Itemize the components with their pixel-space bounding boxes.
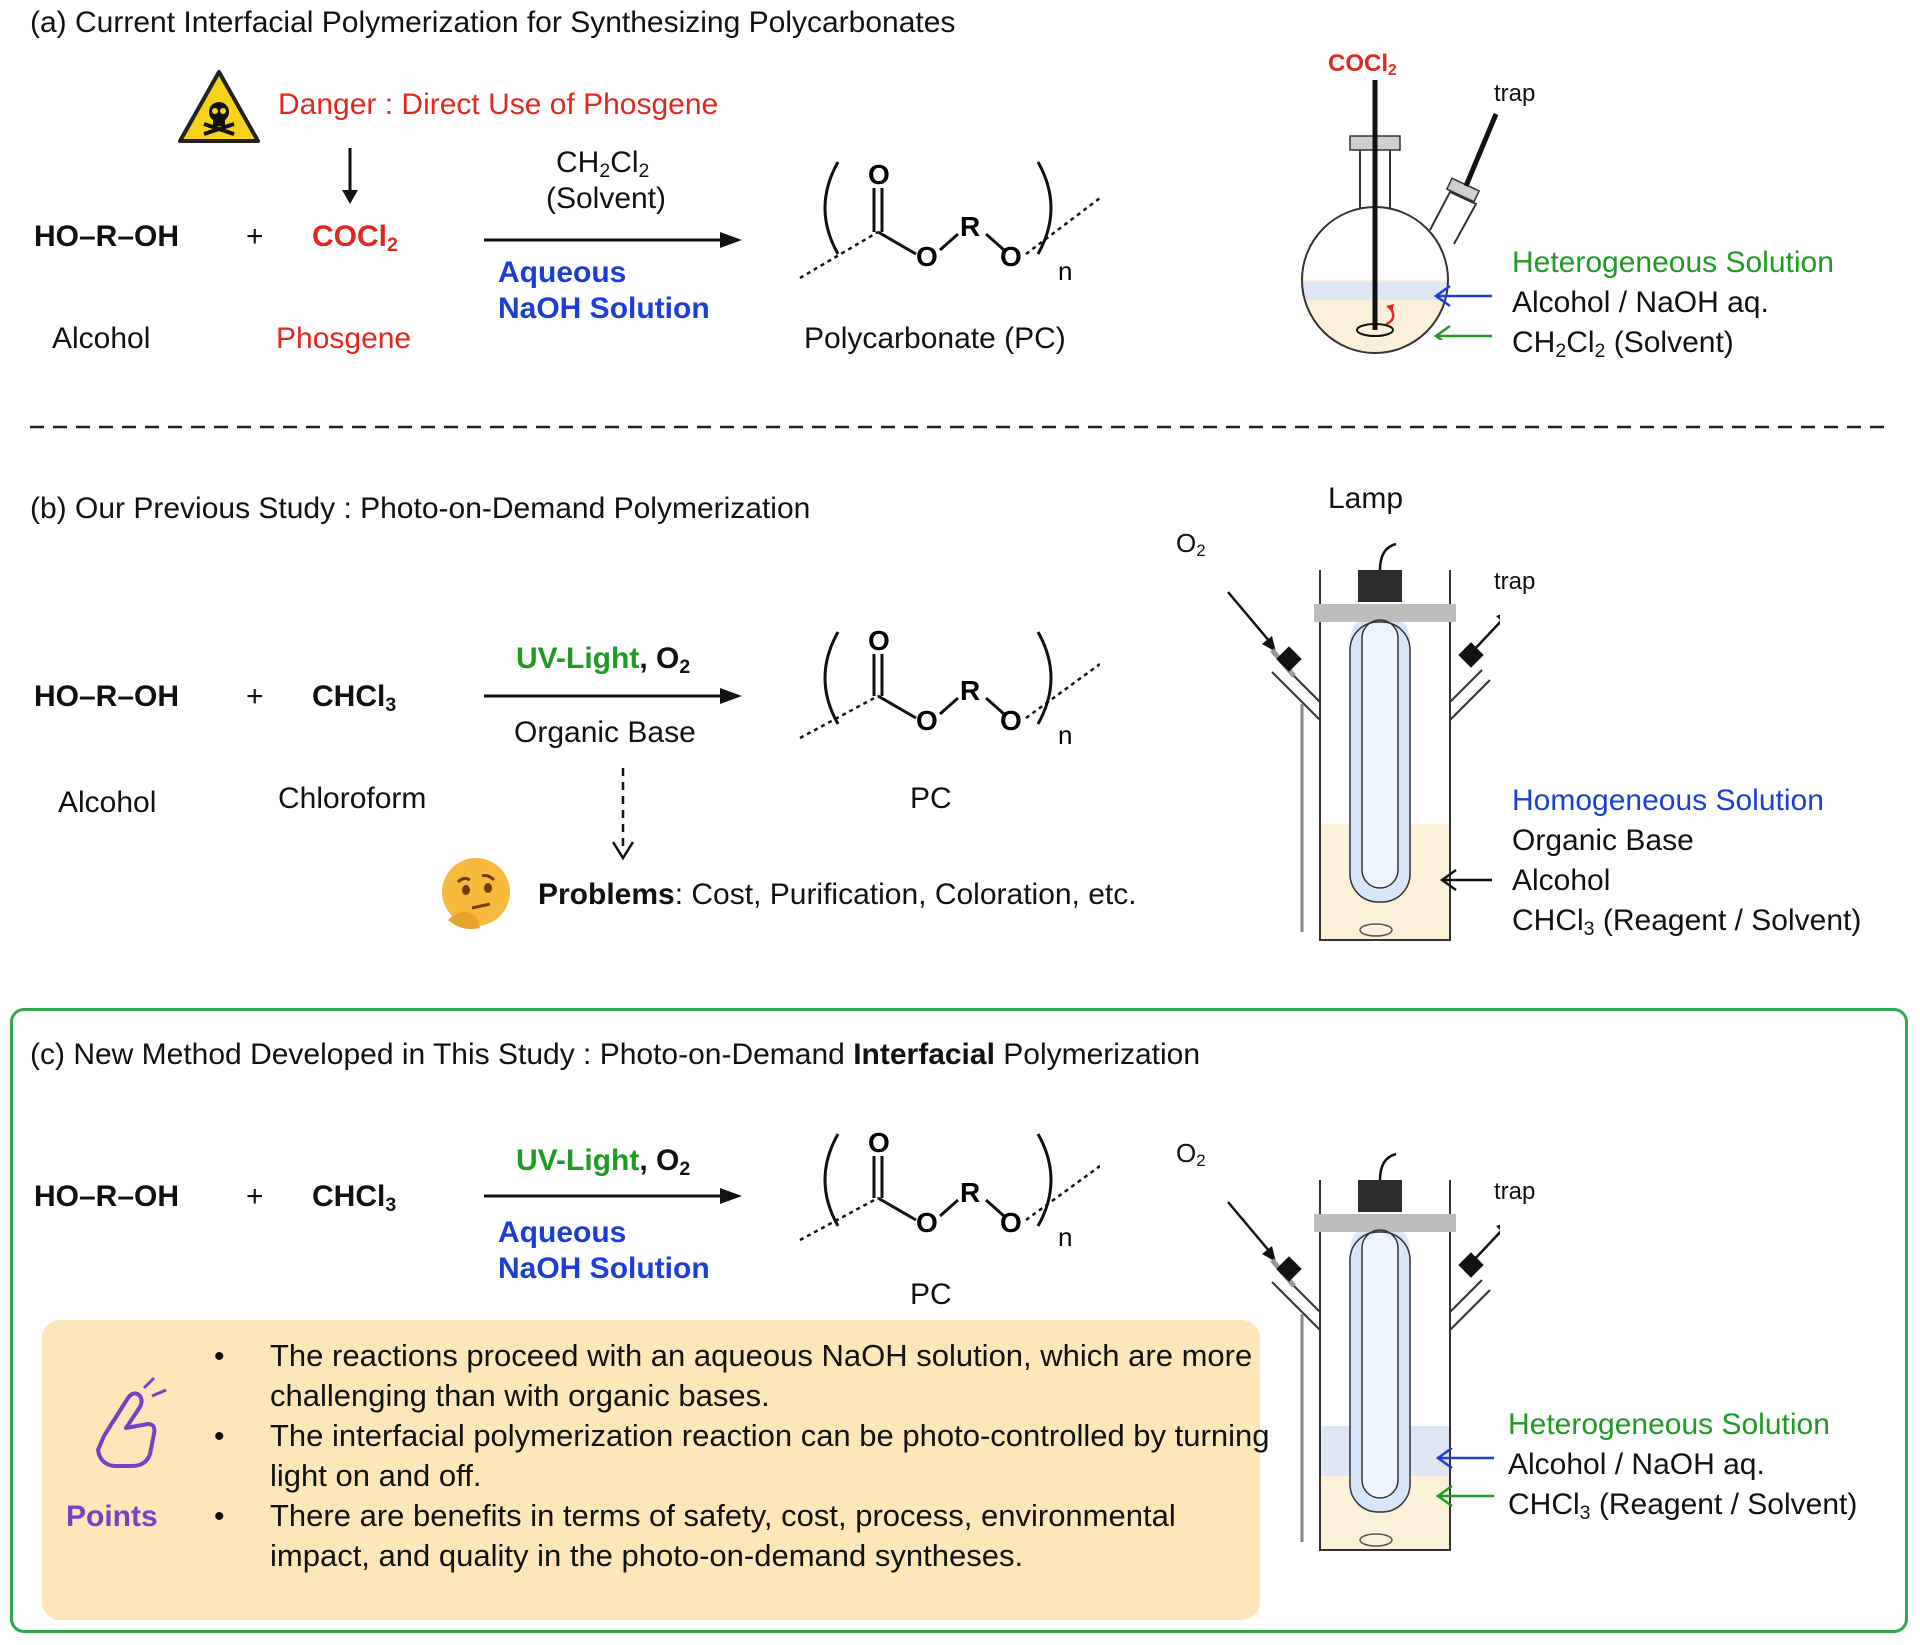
b-chloroform-name: Chloroform xyxy=(278,782,427,815)
b-problem-arrow xyxy=(611,768,635,861)
a-solution-type: Heterogeneous Solution xyxy=(1512,246,1834,279)
c-n-index: n xyxy=(1058,1222,1072,1252)
b-alcohol-name: Alcohol xyxy=(58,786,157,819)
b-o2-label: O2 xyxy=(1176,528,1206,561)
danger-label: Danger : Direct Use of Phosgene xyxy=(278,88,719,121)
b-carbonyl-o: O xyxy=(868,625,890,656)
panel-b-title: (b) Our Previous Study : Photo-on-Demand… xyxy=(30,492,811,525)
a-conditions-naoh: NaOH Solution xyxy=(498,292,710,325)
b-plus: + xyxy=(246,680,264,713)
points-box xyxy=(42,1320,1260,1620)
point-item-3: There are benefits in terms of safety, c… xyxy=(270,1498,1176,1573)
a-conditions-solvent: CH2Cl2 xyxy=(556,146,650,182)
b-line-alcohol: Alcohol xyxy=(1512,864,1611,897)
b-reaction-arrow xyxy=(484,688,742,704)
a-alcohol-name: Alcohol xyxy=(52,322,151,355)
a-layer-arrows xyxy=(1433,284,1492,340)
a-plus: + xyxy=(246,220,264,253)
c-conditions-naoh: NaOH Solution xyxy=(498,1252,710,1285)
b-conditions-base: Organic Base xyxy=(514,716,696,749)
a-ester-o2: O xyxy=(1000,241,1022,272)
c-o2-label: O2 xyxy=(1176,1138,1206,1171)
b-lamp-label: Lamp xyxy=(1328,482,1404,515)
c-layer-chcl3: CHCl3 (Reagent / Solvent) xyxy=(1508,1488,1858,1524)
a-layer-solvent: CH2Cl2 (Solvent) xyxy=(1512,326,1734,362)
c-reaction-arrow xyxy=(484,1188,742,1204)
b-reactant-chloroform: CHCl3 xyxy=(312,680,397,716)
b-polycarbonate-structure: O O R O n xyxy=(799,625,1100,750)
panel-c-frame xyxy=(10,1008,1908,1633)
c-r-group: R xyxy=(960,1177,980,1208)
b-ester-o1: O xyxy=(916,705,938,736)
b-problems: Problems: Cost, Purification, Coloration… xyxy=(538,878,1137,911)
b-solution-type: Homogeneous Solution xyxy=(1512,784,1824,817)
c-plus: + xyxy=(246,1180,264,1213)
points-label: Points xyxy=(66,1500,158,1533)
pointing-hand-icon xyxy=(96,1376,167,1468)
b-n-index: n xyxy=(1058,720,1072,750)
b-product-name: PC xyxy=(910,782,952,815)
a-apparatus-trap: trap xyxy=(1494,80,1536,107)
c-layer-arrows xyxy=(1435,1448,1494,1508)
c-layer-aqueous: Alcohol / NaOH aq. xyxy=(1508,1448,1765,1481)
b-line-chcl3: CHCl3 (Reagent / Solvent) xyxy=(1512,904,1862,940)
a-carbonyl-o: O xyxy=(868,159,890,190)
c-solution-type: Heterogeneous Solution xyxy=(1508,1408,1830,1441)
c-ester-o2: O xyxy=(1000,1207,1022,1238)
c-reactant-alcohol: HO–R–OH xyxy=(34,1180,180,1213)
a-layer-aqueous: Alcohol / NaOH aq. xyxy=(1512,286,1769,319)
c-trap-label: trap xyxy=(1494,1178,1536,1205)
c-conditions-aqueous: Aqueous xyxy=(498,1216,627,1249)
a-polycarbonate-structure: O O R O n xyxy=(799,159,1100,286)
a-product-name: Polycarbonate (PC) xyxy=(804,322,1066,355)
a-ester-o1: O xyxy=(916,241,938,272)
thinking-face-icon xyxy=(442,858,510,929)
a-r-group: R xyxy=(960,211,980,242)
b-photoreactor xyxy=(1227,542,1500,941)
b-conditions-light: UV-Light, O2 xyxy=(516,642,691,678)
c-polycarbonate-structure: O O R O n xyxy=(799,1127,1100,1252)
a-conditions-aqueous: Aqueous xyxy=(498,256,627,289)
section-divider xyxy=(30,425,1892,429)
panel-a-title: (a) Current Interfacial Polymerization f… xyxy=(30,6,956,39)
b-line-base: Organic Base xyxy=(1512,824,1694,857)
b-ester-o2: O xyxy=(1000,705,1022,736)
a-reactant-alcohol: HO–R–OH xyxy=(34,220,180,253)
b-trap-label: trap xyxy=(1494,568,1536,595)
a-reactant-phosgene: COCl2 xyxy=(312,220,398,256)
point-item-1: The reactions proceed with an aqueous Na… xyxy=(270,1338,1253,1413)
a-phosgene-name: Phosgene xyxy=(276,322,412,355)
a-reaction-arrow xyxy=(484,232,742,248)
panel-c-title: (c) New Method Developed in This Study :… xyxy=(30,1038,1200,1071)
a-round-flask xyxy=(1301,80,1499,354)
a-apparatus-gas: COCl2 xyxy=(1328,50,1397,79)
c-reactant-chloroform: CHCl3 xyxy=(312,1180,397,1216)
a-n-index: n xyxy=(1058,256,1072,286)
b-reactant-alcohol: HO–R–OH xyxy=(34,680,180,713)
skull-hazard-icon xyxy=(178,70,260,143)
a-conditions-solvent-note: (Solvent) xyxy=(546,182,667,215)
c-photoreactor xyxy=(1227,1152,1500,1551)
point-item-2: The interfacial polymerization reaction … xyxy=(270,1418,1270,1493)
danger-arrow xyxy=(342,148,358,204)
c-carbonyl-o: O xyxy=(868,1127,890,1158)
c-product-name: PC xyxy=(910,1278,952,1311)
c-conditions-light: UV-Light, O2 xyxy=(516,1144,691,1180)
c-ester-o1: O xyxy=(916,1207,938,1238)
b-solution-arrow xyxy=(1439,868,1492,892)
b-r-group: R xyxy=(960,675,980,706)
